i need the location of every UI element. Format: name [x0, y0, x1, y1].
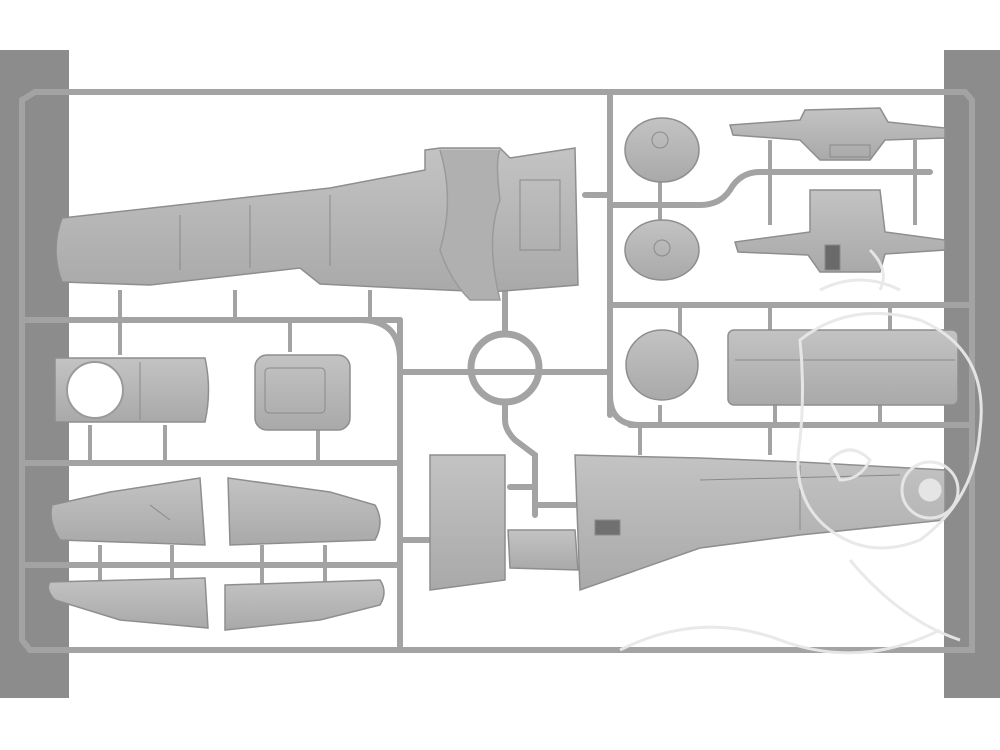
tailplane-left-bottom	[47, 577, 209, 629]
fuselage-half-bottom	[574, 454, 946, 592]
tailplane-right-bottom	[224, 579, 385, 631]
disc-part-2	[624, 219, 700, 281]
box-part	[727, 329, 959, 406]
plastic-parts	[47, 107, 959, 631]
disc-part-3	[625, 329, 699, 401]
fin-part-top	[729, 107, 946, 161]
vertical-panel	[429, 454, 506, 591]
panel-part	[254, 354, 351, 431]
small-strip	[507, 529, 579, 571]
fin-part-bottom	[734, 189, 946, 273]
part-details	[139, 131, 955, 536]
fuselage-half-top	[55, 147, 579, 293]
disc-part-1	[624, 117, 700, 183]
tailplane-left-top	[50, 477, 206, 546]
watermark-drawing	[619, 248, 983, 655]
sprue-runners	[19, 89, 975, 653]
sprue-gates	[88, 140, 917, 585]
tailplane-right-top	[227, 477, 381, 546]
